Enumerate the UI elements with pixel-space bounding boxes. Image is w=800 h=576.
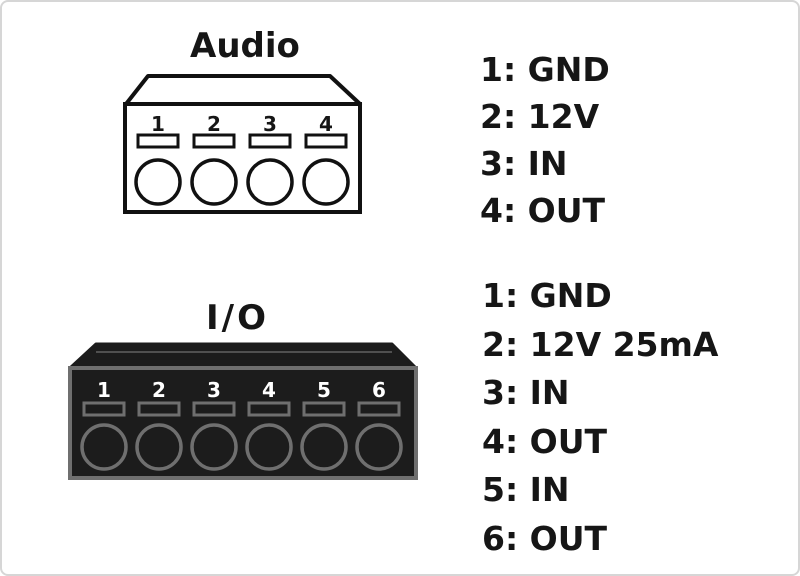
io-pin-terminal [355, 423, 403, 471]
io-pin-latch-slot [82, 401, 126, 417]
audio-pin-label: 1: GND [480, 50, 610, 89]
io-connector-title: I/O [206, 298, 269, 338]
audio-pin-terminal [134, 158, 182, 206]
audio-pin-terminal [302, 158, 350, 206]
io-pin-terminal [300, 423, 348, 471]
io-pin-latch-slot [137, 401, 181, 417]
audio-pin-latch-slot [192, 133, 236, 149]
audio-pinout-list: 1: GND 2: 12V 3: IN 4: OUT [480, 46, 610, 234]
io-pinout-list: 1: GND 2: 12V 25mA 3: IN 4: OUT 5: IN 6:… [482, 272, 718, 564]
io-pin-number: 4 [262, 378, 276, 402]
audio-pin-number: 4 [319, 112, 333, 136]
audio-pin-latch-slot [136, 133, 180, 149]
io-pin-label: 2: 12V 25mA [482, 324, 719, 364]
io-pin-label: 4: OUT [482, 421, 608, 461]
audio-pin-latch-slot [304, 133, 348, 149]
io-pin-number: 6 [372, 378, 386, 402]
io-pin-terminal [190, 423, 238, 471]
audio-pin-terminal [246, 158, 294, 206]
audio-pin-label: 2: 12V [480, 97, 600, 136]
audio-pin-label: 3: IN [480, 144, 568, 183]
io-pin-number: 3 [207, 378, 221, 402]
audio-pin-terminal [190, 158, 238, 206]
audio-connector-title: Audio [190, 26, 300, 66]
io-pin-label: 1: GND [482, 276, 612, 315]
audio-pin-number: 3 [263, 112, 277, 136]
io-pin-latch-slot [247, 401, 291, 417]
io-pin-number: 1 [97, 378, 111, 402]
audio-pin-latch-slot [248, 133, 292, 149]
io-pin-terminal [135, 423, 183, 471]
io-pin-label: 6: OUT [482, 518, 608, 558]
io-pin-label: 5: IN [482, 470, 570, 510]
io-pin-latch-slot [357, 401, 401, 417]
audio-pin-label: 4: OUT [480, 191, 606, 230]
io-pin-number: 2 [152, 378, 166, 402]
io-pin-label: 3: IN [482, 373, 570, 413]
io-pin-terminal [245, 423, 293, 471]
io-pin-number: 5 [317, 378, 331, 402]
io-pin-latch-slot [192, 401, 236, 417]
io-connector-body [68, 342, 418, 480]
io-pin-terminal [80, 423, 128, 471]
audio-pin-number: 2 [207, 112, 221, 136]
audio-pin-number: 1 [151, 112, 165, 136]
io-pin-latch-slot [302, 401, 346, 417]
